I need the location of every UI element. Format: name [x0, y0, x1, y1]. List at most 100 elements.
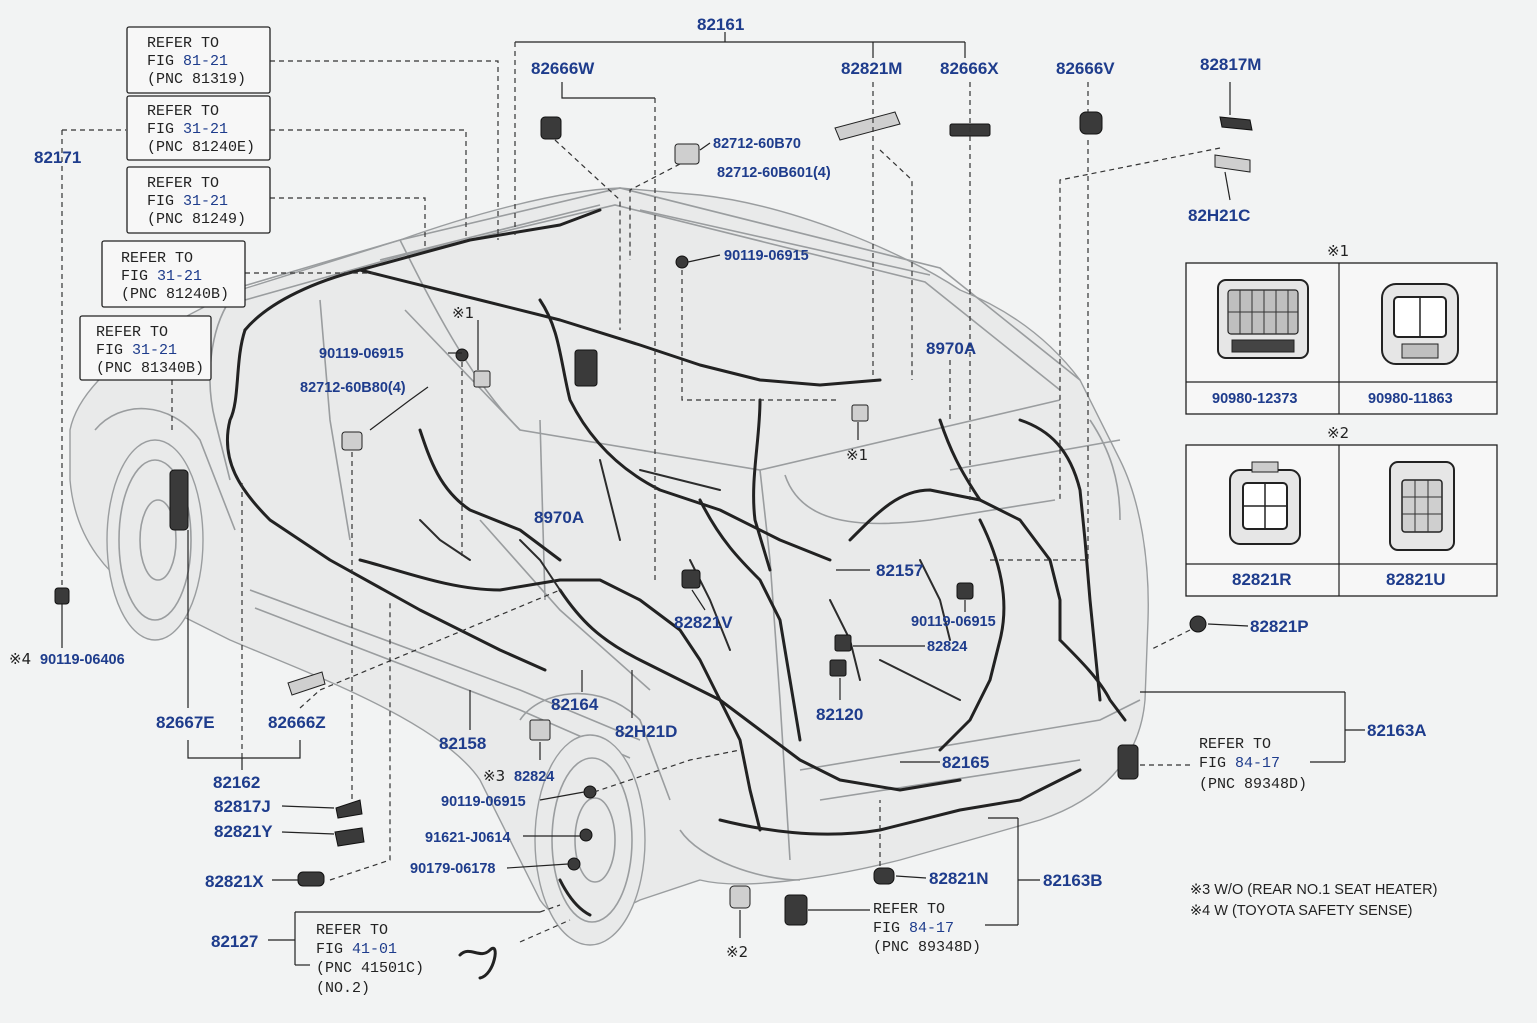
clip-82712-60B80 [341, 431, 363, 451]
label-82H21D: 82H21D [615, 722, 677, 741]
connector-m2 [729, 885, 751, 909]
label-82821V: 82821V [674, 613, 733, 632]
refer-box-2-fig-link[interactable]: 31-21 [183, 121, 228, 138]
marker-m2-inset: ※2 [1327, 424, 1349, 442]
refer-boxes: REFER TO FIG 81-21 (PNC 81319) REFER TO … [79, 26, 271, 381]
part-labels: 82161 82666W 82821M 82666X 82666V 82817M… [34, 15, 1427, 951]
refer-note-82127-pnc: (PNC 41501C) [316, 960, 424, 977]
label-82127: 82127 [211, 932, 258, 951]
markers: ※1 ※1 ※1 ※2 ※2 ※3 ※4 [9, 242, 1349, 961]
label-82712-60B601: 82712-60B601(4) [717, 165, 831, 181]
label-82666X: 82666X [940, 59, 999, 78]
connector-82821P [1189, 615, 1207, 633]
refer-note-82127-fig-link[interactable]: 41-01 [352, 941, 397, 958]
label-82821P: 82821P [1250, 617, 1309, 636]
label-82712-60B70: 82712-60B70 [713, 136, 801, 152]
label-82821U: 82821U [1386, 570, 1446, 589]
label-91621-J0614: 91621-J0614 [425, 830, 510, 846]
refer-note-82163B-fig: FIG 84-17 [873, 920, 954, 937]
footnotes: ※3 W/O (REAR NO.1 SEAT HEATER) ※4 W (TOY… [1190, 882, 1437, 919]
label-82712-60B80: 82712-60B80(4) [300, 380, 406, 396]
refer-box-3-fig-link[interactable]: 31-21 [183, 193, 228, 210]
connector-90980-11863-image [1381, 283, 1459, 365]
bolt-90119-06915-right [956, 582, 974, 600]
refer-box-2: REFER TO FIG 31-21 (PNC 81240E) [126, 95, 271, 161]
connector-82821U-image [1389, 461, 1455, 551]
label-90119-06406: 90119-06406 [40, 652, 125, 668]
bolt-90119-06915 [675, 255, 689, 269]
clip-82712-60B70 [674, 143, 700, 165]
label-82161: 82161 [697, 15, 744, 34]
label-90119-06915-left: 90119-06915 [319, 346, 404, 362]
refer-box-3: REFER TO FIG 31-21 (PNC 81249) [126, 166, 271, 234]
marker-m4: ※4 [9, 650, 31, 668]
label-82162: 82162 [213, 773, 260, 792]
label-82163B: 82163B [1043, 871, 1103, 890]
label-82158: 82158 [439, 734, 486, 753]
footnote-m4: ※4 W (TOYOTA SAFETY SENSE) [1190, 903, 1412, 919]
label-82821M: 82821M [841, 59, 902, 78]
label-82171: 82171 [34, 148, 81, 167]
label-82821R: 82821R [1232, 570, 1292, 589]
marker-m1-inset: ※1 [1327, 242, 1349, 260]
marker-m1-top: ※1 [452, 304, 474, 322]
clamp-82666W [540, 116, 562, 140]
label-82821X: 82821X [205, 872, 264, 891]
label-82163A: 82163A [1367, 721, 1427, 740]
refer-box-4-fig: FIG 31-21 [121, 268, 202, 285]
refer-box-4: REFER TO FIG 31-21 (PNC 81240B) [101, 240, 246, 308]
refer-box-1-fig-link[interactable]: 81-21 [183, 53, 228, 70]
refer-box-4-fig-link[interactable]: 31-21 [157, 268, 202, 285]
footnote-m3: ※3 W/O (REAR NO.1 SEAT HEATER) [1190, 882, 1437, 898]
refer-note-82127-fig: FIG 41-01 [316, 941, 397, 958]
refer-note-82163A-fig: FIG 84-17 [1199, 755, 1280, 772]
label-82821N: 82821N [929, 869, 989, 888]
label-82824-lower: 82824 [514, 769, 554, 785]
refer-box-3-pnc: (PNC 81249) [147, 211, 246, 228]
connector-90980-12373-image [1217, 279, 1309, 359]
refer-box-2-pnc: (PNC 81240E) [147, 139, 255, 156]
refer-note-82163A-pnc: (PNC 89348D) [1199, 776, 1307, 793]
refer-note-82163B: REFER TO FIG 84-17 (PNC 89348D) [873, 901, 981, 956]
label-82667E: 82667E [156, 713, 215, 732]
label-82164: 82164 [551, 695, 599, 714]
connector-82817M [1219, 116, 1253, 131]
connector-82817J [335, 799, 363, 819]
label-8970A-right: 8970A [926, 339, 976, 358]
connector-82120 [829, 659, 847, 677]
refer-box-3-fig: FIG 31-21 [147, 193, 228, 210]
inset-panel-m1: 90980-12373 90980-11863 [1185, 262, 1498, 415]
refer-box-2-fig: FIG 31-21 [147, 121, 228, 138]
bolt-91621-J0614 [579, 828, 593, 842]
label-82120: 82120 [816, 705, 863, 724]
connector-82H21C [1214, 154, 1251, 173]
clamp-82667E [169, 469, 189, 531]
refer-box-2-title: REFER TO [147, 103, 219, 120]
refer-note-82163A-fig-link[interactable]: 84-17 [1235, 755, 1280, 772]
label-82824-right: 82824 [927, 639, 967, 655]
label-90980-12373: 90980-12373 [1212, 391, 1297, 407]
refer-box-3-title: REFER TO [147, 175, 219, 192]
refer-note-82163B-fig-link[interactable]: 84-17 [909, 920, 954, 937]
refer-box-5-fig-link[interactable]: 31-21 [132, 342, 177, 359]
connector-82821R-image [1229, 461, 1301, 545]
marker-m3: ※3 [483, 767, 505, 785]
refer-box-5-pnc: (PNC 81340B) [96, 360, 204, 377]
hose-82127 [458, 946, 497, 980]
refer-box-1: REFER TO FIG 81-21 (PNC 81319) [126, 26, 271, 94]
refer-box-4-title: REFER TO [121, 250, 193, 267]
connector-m1-a [473, 370, 491, 388]
label-82666Z: 82666Z [268, 713, 326, 732]
label-82666W: 82666W [531, 59, 595, 78]
leader-lines [61, 32, 1365, 966]
refer-note-82163A: REFER TO FIG 84-17 (PNC 89348D) [1199, 736, 1307, 793]
label-90980-11863: 90980-11863 [1368, 391, 1453, 407]
label-82157: 82157 [876, 561, 923, 580]
refer-box-1-pnc: (PNC 81319) [147, 71, 246, 88]
marker-m2-part: ※2 [726, 943, 748, 961]
refer-box-1-fig: FIG 81-21 [147, 53, 228, 70]
connector-82821Y [334, 827, 365, 847]
refer-note-82163A-title: REFER TO [1199, 736, 1271, 753]
